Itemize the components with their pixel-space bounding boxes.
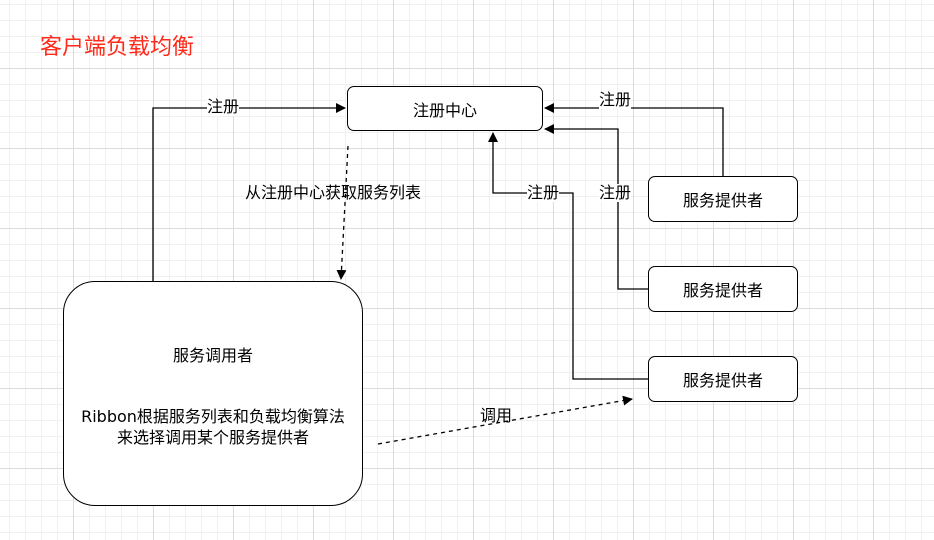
node-provider-label: 服务提供者 (682, 371, 763, 390)
edge-provider2-register (544, 124, 648, 290)
edge-provider1-register (544, 103, 724, 176)
edge-fetch-list (336, 145, 349, 280)
consumer-desc-line-2: 来选择调用某个服务提供者 (116, 428, 309, 447)
label-consumer-register: 注册 (207, 97, 240, 116)
label-provider3-register: 注册 (527, 183, 560, 202)
node-provider-label: 服务提供者 (682, 281, 763, 300)
edge-provider3-register (488, 132, 648, 380)
label-provider1-register: 注册 (599, 90, 632, 109)
label-invoke: 调用 (480, 406, 513, 425)
edge-invoke (377, 395, 633, 445)
node-registry-center[interactable]: 注册中心 (347, 86, 543, 131)
node-consumer-description: Ribbon根据服务列表和负载均衡算法 来选择调用某个服务提供者 (81, 406, 345, 448)
consumer-desc-line-1: Ribbon根据服务列表和负载均衡算法 (81, 407, 345, 426)
diagram-title: 客户端负载均衡 (40, 35, 195, 60)
label-fetch-list: 从注册中心获取服务列表 (245, 183, 422, 202)
node-consumer-name: 服务调用者 (172, 346, 253, 365)
node-service-provider-3[interactable]: 服务提供者 (648, 356, 798, 402)
node-registry-label: 注册中心 (412, 100, 477, 120)
node-service-consumer[interactable]: 服务调用者 Ribbon根据服务列表和负载均衡算法 来选择调用某个服务提供者 (63, 281, 363, 506)
node-service-provider-2[interactable]: 服务提供者 (648, 266, 798, 312)
node-provider-label: 服务提供者 (682, 191, 763, 210)
label-provider2-register: 注册 (599, 183, 632, 202)
node-service-provider-1[interactable]: 服务提供者 (648, 176, 798, 222)
edge-consumer-register (152, 103, 346, 281)
